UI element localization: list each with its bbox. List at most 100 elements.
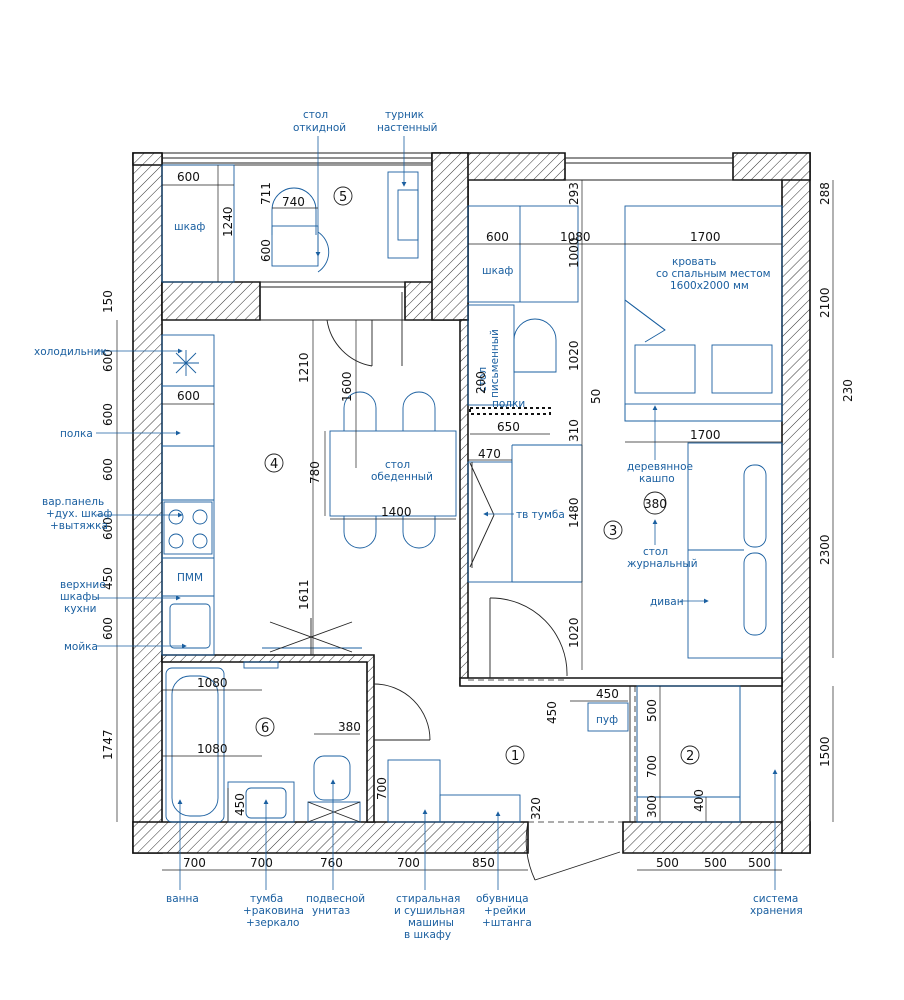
bed-label-3: 1600х2000 мм	[670, 280, 749, 292]
dim-r2-500: 500	[645, 699, 659, 722]
washers-label-1: стиральная	[396, 893, 460, 905]
dim-balcony-600: 600	[177, 170, 200, 184]
dim-kitchen-600e: 600	[101, 617, 115, 640]
storage-label-1: система	[753, 893, 798, 905]
dim-r3-1020a: 1020	[567, 340, 581, 371]
dim-r3-2100: 2100	[818, 287, 832, 318]
pullup-bar-label-1: турник	[385, 109, 424, 121]
dim-tv-470: 470	[478, 447, 501, 461]
vanity-label-1: тумба	[250, 893, 283, 905]
dim-r3-1480: 1480	[567, 497, 581, 528]
dim-kitchen-1600: 1600	[340, 371, 354, 402]
dim-bath-380: 380	[338, 720, 361, 734]
dim-r3-1000: 1000	[567, 237, 581, 268]
dim-r2-1500: 1500	[818, 736, 832, 767]
dim-bed-1700a: 1700	[690, 230, 721, 244]
dim-bottom-760: 760	[320, 856, 343, 870]
storage-label-2: хранения	[750, 905, 803, 917]
dim-r3-1020b: 1020	[567, 617, 581, 648]
wall-balcony-right	[431, 152, 469, 321]
coffee-table-label-1: стол	[643, 546, 668, 558]
dim-r2-400: 400	[692, 789, 706, 812]
dim-r3-310: 310	[567, 419, 581, 442]
shoes-label-2: +рейки	[484, 905, 526, 917]
wall-top-right	[732, 152, 811, 181]
folding-table-label-1: стол	[303, 109, 328, 121]
dining-table-label-2: обеденный	[371, 471, 433, 483]
room-2-number: 2	[686, 749, 694, 764]
balcony-wardrobe-label: шкаф	[174, 221, 205, 233]
dim-bed-1700b: 1700	[690, 428, 721, 442]
dim-r2-700: 700	[645, 755, 659, 778]
dim-kitchen-1210: 1210	[297, 352, 311, 383]
wall-outer-left	[132, 152, 163, 854]
panel-label-1: вар.панель	[42, 496, 104, 508]
dim-r3-50: 50	[589, 389, 603, 404]
dim-r3-230: 230	[841, 379, 855, 402]
shoes-label-3: +штанга	[482, 917, 532, 929]
dim-bottom-700c: 700	[397, 856, 420, 870]
room-3-number: 3	[609, 524, 617, 539]
dining-table-label-1: стол	[385, 459, 410, 471]
dim-bath-1747: 1747	[101, 729, 115, 760]
dim-kitchen-600d: 600	[101, 517, 115, 540]
dim-hall-320: 320	[529, 797, 543, 820]
wc-label-2: унитаз	[312, 905, 350, 917]
bath-label: ванна	[166, 893, 199, 905]
kitchen: ПММ стол обеденный 4 1210 1611 1600 780 …	[34, 290, 457, 662]
dim-r3-293: 293	[567, 182, 581, 205]
storage-room: 2 500 700 300 400 1500	[636, 685, 834, 890]
basket-label-2: кашпо	[639, 473, 675, 485]
upper-cab-label-3: кухни	[64, 603, 96, 615]
upper-cab-label-2: шкафы	[60, 591, 100, 603]
panel-label-3: +вытяжка	[50, 520, 108, 532]
dim-balcony-600v: 600	[259, 239, 273, 262]
dim-r2-300: 300	[645, 795, 659, 818]
dim-bath-1080a: 1080	[197, 676, 228, 690]
dim-bath-1080b: 1080	[197, 742, 228, 756]
sofa-label: диван	[650, 596, 684, 608]
hallway: 1 пуф 450 450 700 320	[375, 686, 636, 881]
upper-cab-label-1: верхние	[60, 579, 106, 591]
dim-kitchen-1611: 1611	[297, 579, 311, 610]
washers-label-2: и сушильная	[394, 905, 465, 917]
vanity-label-3: +зеркало	[246, 917, 299, 929]
dim-kitchen-600b: 600	[101, 403, 115, 426]
dim-kitchen-150: 150	[101, 290, 115, 313]
dim-bed-1080: 1080	[560, 230, 591, 244]
room-6-number: 6	[261, 721, 269, 736]
dim-kitchen-600a: 600	[101, 349, 115, 372]
wall-partition-vertical	[459, 319, 469, 686]
bedroom-wardrobe-label: шкаф	[482, 265, 513, 277]
dim-coffee-380: 380	[644, 497, 667, 511]
dim-hall-700: 700	[375, 777, 389, 800]
dim-bottom-500b: 500	[704, 856, 727, 870]
desk-label-1: стол	[477, 367, 489, 392]
dim-bottom-500c: 500	[748, 856, 771, 870]
bed-label-1: кровать	[672, 256, 716, 268]
dim-kitchen-600c: 600	[101, 458, 115, 481]
wall-bottom-left	[132, 821, 529, 854]
coffee-table-label-2: журнальный	[627, 558, 698, 570]
dim-balcony-740: 740	[282, 195, 305, 209]
room-4-number: 4	[270, 457, 278, 472]
wall-outer-right	[781, 152, 811, 854]
dim-kitchen-600top: 600	[177, 389, 200, 403]
dim-desk-200: 200	[474, 371, 488, 394]
dim-bottom-850: 850	[472, 856, 495, 870]
washers-label-4: в шкафу	[404, 929, 451, 941]
dim-kitchen-780: 780	[308, 461, 322, 484]
pmm-label: ПММ	[177, 572, 203, 584]
pullup-bar-label-2: настенный	[377, 122, 438, 134]
dim-shelves-650: 650	[497, 420, 520, 434]
wall-partition-bottom	[459, 677, 783, 687]
dim-bottom-700a: 700	[183, 856, 206, 870]
balcony: шкаф 5 стол откидной турник настенный 60…	[161, 109, 438, 283]
bottom-annotations: 700 700 760 700 850 500 500 500 ванна ту…	[162, 779, 803, 941]
basket-label-1: деревянное	[627, 461, 693, 473]
tv-stand-label: тв тумба	[516, 509, 565, 521]
fridge-label: холодильник	[34, 346, 107, 358]
bed-label-2: со спальным местом	[656, 268, 771, 280]
dim-kitchen-1400: 1400	[381, 505, 412, 519]
